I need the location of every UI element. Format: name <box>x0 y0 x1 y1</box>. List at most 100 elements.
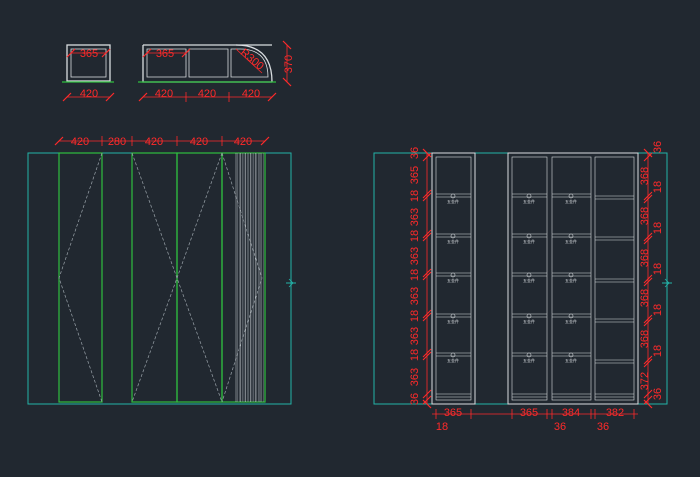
lock-label: 五金件 <box>565 198 577 204</box>
dim-label: 420 <box>242 88 260 100</box>
dim-label: 18 <box>652 222 664 234</box>
dim-plan-depth: 370 <box>282 40 295 87</box>
dim-label: 18 <box>409 230 421 242</box>
plan-view-large: 365 420 420 420 R300 370 <box>138 40 295 102</box>
dim-label: 365 <box>156 48 174 60</box>
dim-label: 36 <box>409 147 421 159</box>
lock-icon <box>450 313 456 319</box>
dim-label: 365 <box>520 407 538 419</box>
dim-tick <box>643 389 653 399</box>
dim-tick <box>422 268 432 278</box>
folding-door-lines <box>235 153 264 402</box>
lock-icon <box>526 233 532 239</box>
dim-tick <box>422 395 432 405</box>
dim-tick <box>643 232 653 242</box>
dim-label: 420 <box>145 136 163 148</box>
lock-label: 五金件 <box>447 198 459 204</box>
dim-tick <box>643 358 653 368</box>
dim-label: 18 <box>409 269 421 281</box>
dim-tick <box>422 309 432 319</box>
dim-label: 36 <box>597 421 609 433</box>
dim-label: 18 <box>409 349 421 361</box>
dim-label: 368 <box>639 330 651 348</box>
dim-label: 384 <box>562 407 580 419</box>
lock-icon <box>450 352 456 358</box>
lock-label: 五金件 <box>523 318 535 324</box>
dim-tick <box>643 274 653 284</box>
dim-tick <box>643 395 653 405</box>
dim-tick <box>643 355 653 365</box>
dim-label: 372 <box>639 372 651 390</box>
dim-label: 368 <box>639 207 651 225</box>
front-elevation: 420 280 420 420 420 <box>27 136 296 405</box>
dim-tick <box>422 312 432 322</box>
dim-tick <box>643 194 653 204</box>
lock-icon <box>568 352 574 358</box>
dim-label: 365 <box>444 407 462 419</box>
dim-plan-large-inner: 365 <box>142 48 191 60</box>
dim-tick <box>643 191 653 201</box>
interior-elevation: 五金件五金件五金件五金件五金件五金件五金件五金件五金件五金件五金件五金件五金件五… <box>373 141 672 433</box>
lock-icon <box>526 352 532 358</box>
dim-plan-small-outer: 420 <box>62 88 115 102</box>
dim-label: 18 <box>652 345 664 357</box>
lock-icon <box>568 233 574 239</box>
dim-tick <box>422 229 432 239</box>
lock-label: 五金件 <box>447 357 459 363</box>
dim-label: 368 <box>639 289 651 307</box>
lock-icon <box>450 193 456 199</box>
dim-label: 36 <box>409 393 421 405</box>
dim-label: 363 <box>409 208 421 226</box>
dim-tick <box>643 277 653 287</box>
dim-label: 18 <box>436 421 448 433</box>
dim-label: 36 <box>652 388 664 400</box>
dim-tick <box>422 348 432 358</box>
lock-icon <box>568 313 574 319</box>
lock-label: 五金件 <box>523 238 535 244</box>
lock-label: 五金件 <box>523 277 535 283</box>
dim-label: 280 <box>108 136 126 148</box>
dim-label: 420 <box>234 136 252 148</box>
dim-tick <box>422 189 432 199</box>
lock-label: 五金件 <box>565 238 577 244</box>
dim-label: 18 <box>409 190 421 202</box>
cabinet-locks: 五金件五金件五金件五金件五金件五金件五金件五金件五金件五金件五金件五金件五金件五… <box>447 193 577 363</box>
dim-plan-small-inner: 365 <box>66 48 111 60</box>
lock-icon <box>568 272 574 278</box>
dim-label: 36 <box>652 141 664 153</box>
lock-icon <box>450 272 456 278</box>
dim-label: 18 <box>409 310 421 322</box>
dim-tick <box>643 235 653 245</box>
dim-label: 36 <box>554 421 566 433</box>
dim-label: 365 <box>80 48 98 60</box>
dim-tick <box>643 314 653 324</box>
plan-view-small: 365 420 <box>62 44 115 102</box>
dim-front-top: 420 280 420 420 420 <box>54 136 270 148</box>
dim-label: 18 <box>652 263 664 275</box>
lock-icon <box>450 233 456 239</box>
dim-tick <box>643 317 653 327</box>
lock-label: 五金件 <box>565 357 577 363</box>
dim-tick <box>422 351 432 361</box>
dim-label: 420 <box>80 88 98 100</box>
dim-label: 363 <box>409 368 421 386</box>
dim-label: 420 <box>71 136 89 148</box>
dim-tick <box>422 271 432 281</box>
dim-tick <box>422 389 432 399</box>
dim-plan-large-outer: 420 420 420 <box>138 88 277 102</box>
cabinet-shelves <box>436 193 634 398</box>
dim-label: 363 <box>409 247 421 265</box>
lock-label: 五金件 <box>523 357 535 363</box>
lock-icon <box>526 272 532 278</box>
dim-label: 18 <box>652 304 664 316</box>
lock-label: 五金件 <box>565 277 577 283</box>
lock-icon <box>526 313 532 319</box>
lock-icon <box>568 193 574 199</box>
dim-label: 420 <box>190 136 208 148</box>
dim-label: 18 <box>652 181 664 193</box>
dim-interior-bottom: 365 365 384 382 18 36 36 <box>432 407 638 433</box>
dim-label: 368 <box>639 249 651 267</box>
dim-tick <box>422 192 432 202</box>
cabinet-columns <box>431 152 639 405</box>
